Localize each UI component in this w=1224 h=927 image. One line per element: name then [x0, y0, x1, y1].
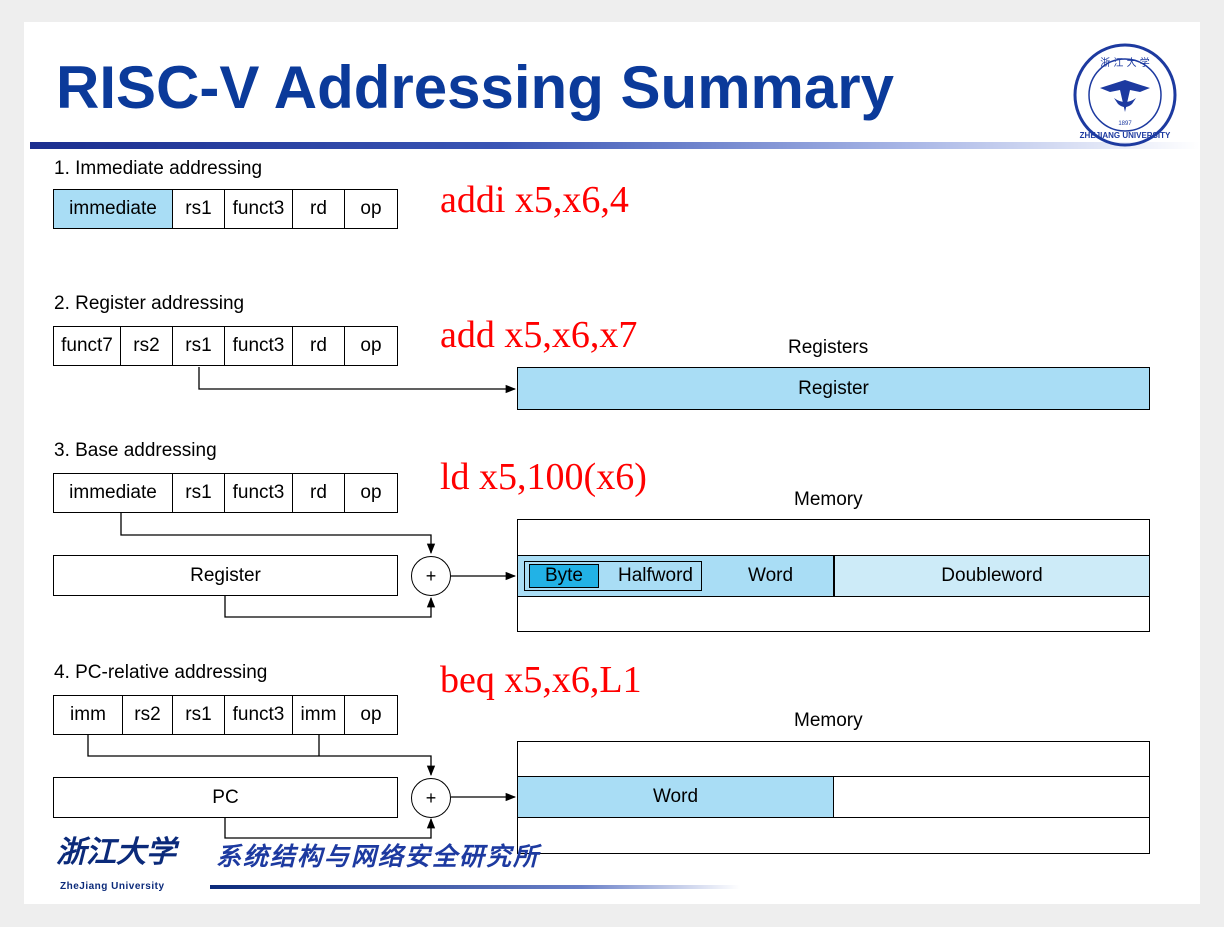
field-funct3: funct3 [225, 696, 293, 734]
footer-rule [210, 885, 740, 889]
instruction-format-pc-relative: imm rs2 rs1 funct3 imm op [53, 695, 398, 735]
field-op: op [345, 474, 397, 512]
register-file-box: Register [517, 367, 1150, 410]
instruction-format-register: funct7 rs2 rs1 funct3 rd op [53, 326, 398, 366]
field-op: op [345, 696, 397, 734]
field-rs2: rs2 [121, 327, 173, 365]
instruction-example-ld: ld x5,100(x6) [440, 456, 647, 498]
adder-circle: + [411, 556, 451, 596]
memory-caption: Memory [794, 710, 863, 731]
section-label-immediate: 1. Immediate addressing [54, 158, 263, 179]
field-immediate: immediate [54, 474, 173, 512]
instruction-example-add: add x5,x6,x7 [440, 314, 638, 356]
field-funct3: funct3 [225, 190, 293, 228]
field-rd: rd [293, 327, 345, 365]
field-rs1: rs1 [173, 327, 225, 365]
svg-text:浙 江 大 学: 浙 江 大 学 [1100, 56, 1150, 69]
instruction-example-addi: addi x5,x6,4 [440, 179, 629, 221]
memory-cell-word: Word [517, 776, 834, 818]
base-register-box: Register [53, 555, 398, 596]
memory-cell-byte: Byte [529, 564, 599, 588]
zju-logo-icon: 浙 江 大 学 1897 ZHEJIANG UNIVERSITY [1073, 43, 1177, 147]
word-label: Word [748, 565, 794, 586]
memory-cell-doubleword: Doubleword [834, 555, 1150, 597]
footer-university-en: ZheJiang University [60, 881, 165, 892]
section-label-base: 3. Base addressing [54, 440, 217, 461]
adder-circle: + [411, 778, 451, 818]
section-label-register: 2. Register addressing [54, 293, 245, 314]
slide-title: RISC-V Addressing Summary [56, 54, 894, 121]
registers-caption: Registers [788, 337, 869, 358]
memory-caption: Memory [794, 489, 863, 510]
field-rs2: rs2 [123, 696, 173, 734]
field-rd: rd [293, 474, 345, 512]
svg-text:1897: 1897 [1118, 121, 1132, 127]
field-imm-low: imm [293, 696, 345, 734]
field-op: op [345, 327, 397, 365]
footer-university-cn: 浙江大学 [56, 835, 176, 870]
section-label-pc-relative: 4. PC-relative addressing [54, 662, 268, 683]
field-op: op [345, 190, 397, 228]
field-rs1: rs1 [173, 696, 225, 734]
instruction-format-immediate: immediate rs1 funct3 rd op [53, 189, 398, 229]
field-rs1: rs1 [173, 474, 225, 512]
field-funct3: funct3 [225, 327, 293, 365]
field-rd: rd [293, 190, 345, 228]
instruction-example-beq: beq x5,x6,L1 [440, 659, 642, 701]
pc-register-box: PC [53, 777, 398, 818]
field-funct3: funct3 [225, 474, 293, 512]
field-rs1: rs1 [173, 190, 225, 228]
field-imm-high: imm [54, 696, 123, 734]
field-immediate: immediate [54, 190, 173, 228]
field-funct7: funct7 [54, 327, 121, 365]
title-rule [30, 142, 1200, 149]
instruction-format-base: immediate rs1 funct3 rd op [53, 473, 398, 513]
footer-lab-name: 系统结构与网络安全研究所 [216, 842, 541, 871]
svg-text:ZHEJIANG UNIVERSITY: ZHEJIANG UNIVERSITY [1080, 131, 1171, 140]
